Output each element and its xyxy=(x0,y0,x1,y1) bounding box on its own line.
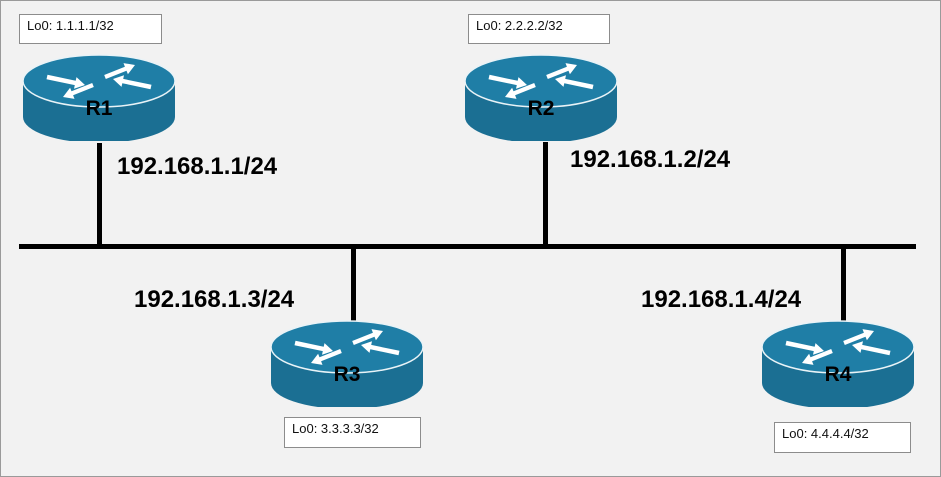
router-r4: R4 xyxy=(760,317,916,407)
router-label: R3 xyxy=(333,363,361,386)
r1-link-line xyxy=(97,143,102,246)
r4-interface-ip: 192.168.1.4/24 xyxy=(641,286,802,313)
r3-interface-ip: 192.168.1.3/24 xyxy=(134,286,295,313)
router-r1: R1 xyxy=(21,51,177,141)
r3-link-line xyxy=(351,247,356,321)
lan-segment-line xyxy=(19,244,916,249)
router-icon xyxy=(270,320,424,407)
router-label: R4 xyxy=(824,363,852,386)
router-r2: R2 xyxy=(463,51,619,141)
r1-loopback-box: Lo0: 1.1.1.1/32 xyxy=(19,14,162,44)
router-label: R1 xyxy=(85,97,113,120)
router-icon xyxy=(761,320,915,407)
r4-link-line xyxy=(841,247,846,321)
r3-loopback-box: Lo0: 3.3.3.3/32 xyxy=(284,417,421,448)
r2-link-line xyxy=(543,142,548,246)
r2-loopback-box: Lo0: 2.2.2.2/32 xyxy=(468,14,610,44)
router-icon xyxy=(22,54,176,141)
router-r3: R3 xyxy=(269,317,425,407)
r4-loopback-box: Lo0: 4.4.4.4/32 xyxy=(774,422,911,453)
router-icon xyxy=(464,54,618,141)
r2-interface-ip: 192.168.1.2/24 xyxy=(570,146,731,173)
r1-interface-ip: 192.168.1.1/24 xyxy=(117,153,278,180)
router-label: R2 xyxy=(527,97,555,120)
